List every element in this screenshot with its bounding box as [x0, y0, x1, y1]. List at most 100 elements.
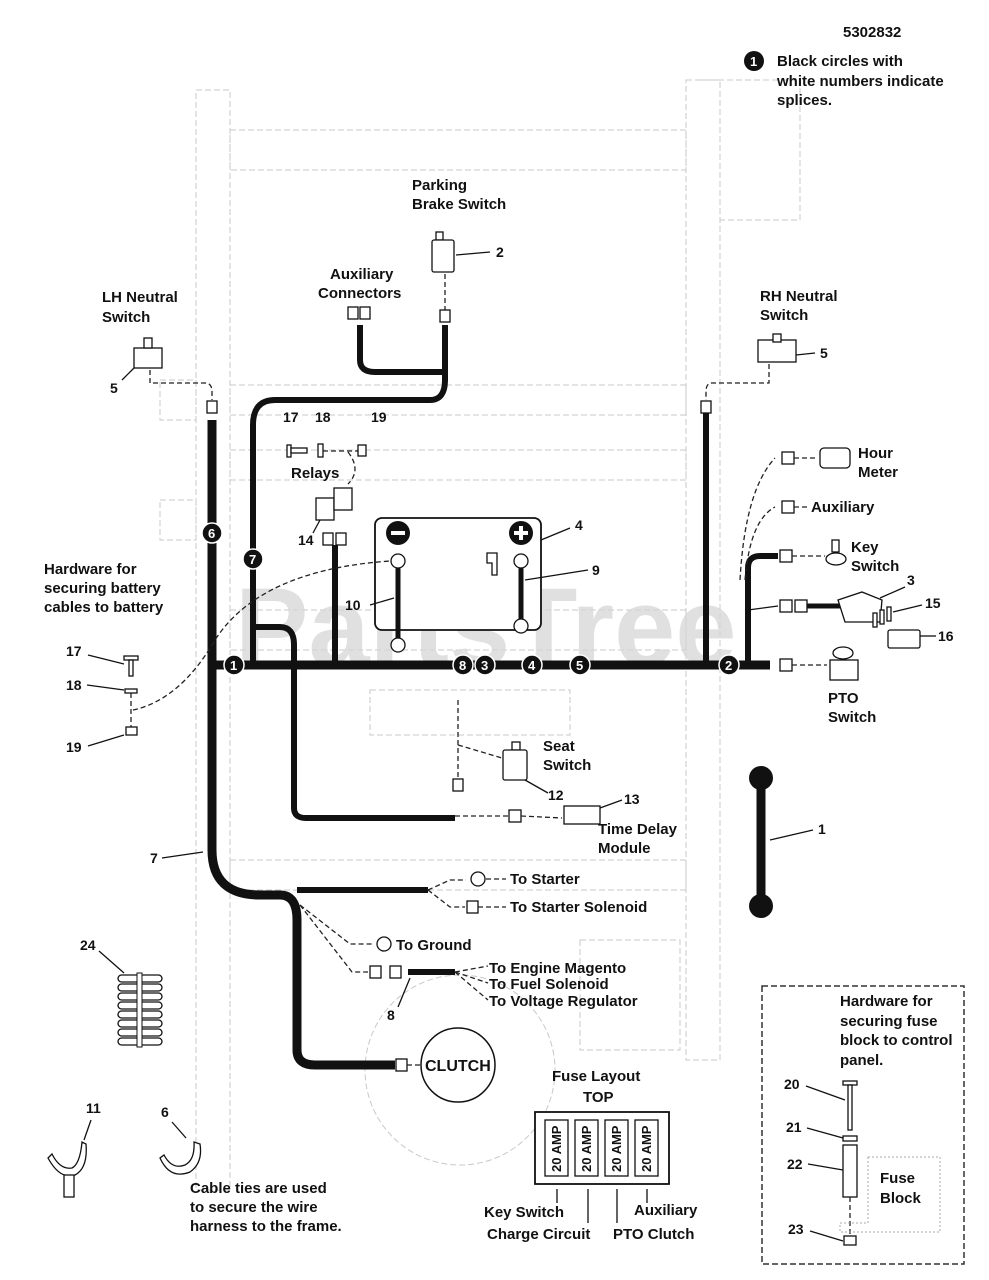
relay-a — [315, 497, 335, 521]
positive-terminal-cover — [486, 552, 498, 576]
rh-neutral-switch: RH Neutral Switch 5 — [700, 288, 838, 414]
key-switch-body — [825, 552, 847, 566]
seat-switch-body — [502, 749, 528, 781]
relays-label: Relays — [291, 465, 339, 482]
ground-strap: 1 — [749, 766, 826, 918]
fuse-block-ref: 3 — [907, 572, 915, 588]
auxiliary-connector — [781, 500, 795, 514]
relay-washer — [317, 443, 324, 458]
positive-cable-ref: 9 — [592, 562, 600, 578]
fuse-layout-subtitle: TOP — [583, 1089, 614, 1106]
relay-hw-ref-17: 17 — [283, 409, 299, 425]
splice-8-label: 8 — [459, 658, 466, 673]
key-switch-label-2: Switch — [851, 558, 899, 575]
hour-meter-label-2: Meter — [858, 464, 898, 481]
relays: 17 18 19 Relays 14 — [283, 409, 387, 548]
ground-strap-ref: 1 — [818, 821, 826, 837]
parking-brake-connector — [439, 309, 451, 323]
lh-neutral-connector — [206, 400, 218, 414]
tractor-frame-outline — [159, 79, 801, 1191]
splice-3 — [474, 654, 496, 676]
fuse-slot-4: 20 AMP — [634, 1119, 659, 1177]
time-delay-label-2: Module — [598, 840, 651, 857]
aux-connector-b — [359, 306, 371, 320]
cable-tie-note-3: harness to the frame. — [190, 1218, 342, 1235]
splice-5-label: 5 — [576, 658, 583, 673]
splice-2 — [718, 654, 740, 676]
fuse-circuit-auxiliary: Auxiliary — [634, 1202, 698, 1219]
fuse-hw-ref-21: 21 — [786, 1119, 802, 1135]
fuse-c — [886, 606, 892, 622]
splices: 1 2 3 4 5 6 7 8 — [201, 522, 740, 676]
fuse-hw-nut — [843, 1235, 857, 1246]
fuse-hw-label-4: panel. — [840, 1052, 883, 1069]
splice-4 — [521, 654, 543, 676]
fuse-b — [879, 609, 885, 625]
grommet-ref: 24 — [80, 937, 96, 953]
cable-tie-note-2: to secure the wire — [190, 1199, 318, 1216]
negative-terminal — [390, 553, 406, 569]
engine-lead-ref: 8 — [387, 1007, 395, 1023]
battery-hw-ref-19: 19 — [66, 739, 82, 755]
fuse-cover-ref: 16 — [938, 628, 954, 644]
ground-terminal — [376, 936, 392, 952]
pto-switch-label-2: Switch — [828, 709, 876, 726]
seat-switch-connector — [452, 778, 464, 792]
fuse-hw-label-3: block to control — [840, 1032, 953, 1049]
relay-hw-ref-18: 18 — [315, 409, 331, 425]
time-delay-module: 13 Time Delay Module — [455, 791, 678, 857]
battery-washer — [124, 688, 138, 694]
seat-switch-plunger — [511, 741, 521, 751]
hour-meter-connector — [781, 451, 795, 465]
fuse-slot-2: 20 AMP — [574, 1119, 599, 1177]
fuse-block-label-2: Block — [880, 1190, 922, 1207]
cable-tie-note-1: Cable ties are used — [190, 1180, 327, 1197]
legend-line-2: white numbers indicate — [776, 73, 944, 90]
splice-1 — [223, 654, 245, 676]
relay-hw-ref-19: 19 — [371, 409, 387, 425]
parking-brake-label-1: Parking — [412, 177, 467, 194]
negative-cable-ref: 10 — [345, 597, 361, 613]
relay-screw-shaft — [290, 447, 308, 454]
parking-brake-switch-body — [431, 239, 455, 273]
harness-ref: 7 — [150, 850, 158, 866]
fuse-a — [872, 612, 878, 628]
parking-brake-switch: Parking Brake Switch 2 — [412, 177, 506, 323]
fuse-block-cover — [887, 629, 921, 649]
parking-brake-ref: 2 — [496, 244, 504, 260]
splice-4-label: 4 — [528, 658, 536, 673]
auxiliary-label: Auxiliary — [811, 499, 875, 516]
auxiliary-output: Auxiliary — [744, 499, 875, 581]
document-number: 5302832 — [843, 24, 901, 41]
pto-switch: PTO Switch — [779, 646, 876, 726]
splice-7-label: 7 — [249, 552, 256, 567]
hour-meter: Hour Meter — [739, 445, 898, 581]
fuse-hw-spacer — [842, 1144, 858, 1198]
fuse-layout-title: Fuse Layout — [552, 1068, 640, 1085]
fuse-slot-1: 20 AMP — [544, 1119, 569, 1177]
clutch-connector — [395, 1058, 408, 1072]
starter-terminal — [470, 871, 486, 887]
rh-neutral-switch-body — [757, 339, 797, 363]
cable-tie-ref: 6 — [161, 1104, 169, 1120]
splice-8 — [452, 654, 474, 676]
fuse-block-outline — [839, 1156, 941, 1233]
to-fuel-solenoid-label: To Fuel Solenoid — [489, 976, 609, 993]
battery-ref: 4 — [575, 517, 583, 533]
battery-hw-label-2: securing battery — [44, 580, 161, 597]
pto-switch-connector — [779, 658, 793, 672]
fuse-3-rating: 20 AMP — [609, 1125, 624, 1172]
fuse-hw-screw-shaft — [847, 1084, 853, 1131]
aux-connectors-label-2: Connectors — [318, 285, 401, 302]
hour-meter-label-1: Hour — [858, 445, 893, 462]
fuse-slot-3: 20 AMP — [604, 1119, 629, 1177]
pto-switch-body — [829, 659, 859, 681]
battery-hw-label-1: Hardware for — [44, 561, 137, 578]
engine-lead-connector-b — [389, 965, 402, 979]
parking-brake-label-2: Brake Switch — [412, 196, 506, 213]
tie-mount: 11 — [47, 1100, 101, 1198]
rh-neutral-plunger — [772, 333, 782, 343]
fuse-ref: 15 — [925, 595, 941, 611]
to-ground-label: To Ground — [396, 937, 472, 954]
relays-ref: 14 — [298, 532, 314, 548]
